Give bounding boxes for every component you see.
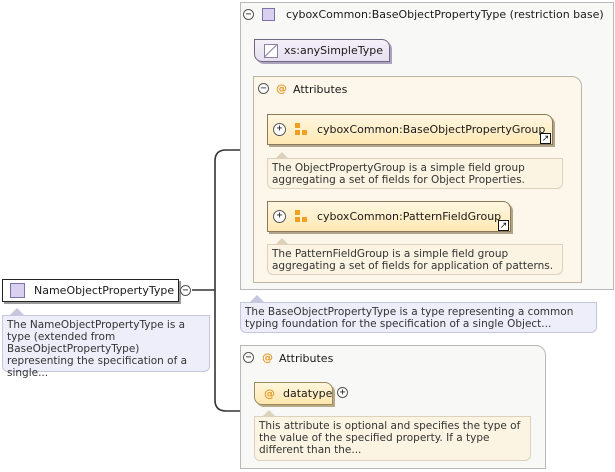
root-note-tip <box>10 308 24 315</box>
group-note-tip <box>275 238 289 245</box>
simple-type-icon <box>264 43 278 58</box>
complex-type-icon <box>10 283 25 298</box>
attribute-group-name: cyboxCommon:BaseObjectPropertyGroup <box>317 123 546 136</box>
attribute-group-note: The PatternFieldGroup is a simple field … <box>267 244 563 275</box>
simple-type-name: xs:anySimpleType <box>284 44 383 57</box>
datatype-attribute-note: This attribute is optional and specifies… <box>254 416 531 461</box>
branch-connector-top <box>214 149 240 290</box>
extension-attributes-label: Attributes <box>279 352 334 365</box>
base-type-title: cyboxCommon:BaseObjectPropertyType (rest… <box>286 8 604 21</box>
group-note-tip <box>275 152 289 159</box>
complex-type-icon <box>262 8 275 21</box>
expand-toggle[interactable]: + <box>273 210 286 223</box>
attribute-group-name: cyboxCommon:PatternFieldGroup <box>317 210 502 223</box>
datatype-attribute-box[interactable]: @ datatype <box>254 382 333 405</box>
attribute-group-icon <box>295 210 308 223</box>
attribute-group-note: The ObjectPropertyGroup is a simple fiel… <box>267 158 563 189</box>
jump-to-definition-icon[interactable]: ↗ <box>498 220 509 231</box>
base-attributes-label: Attributes <box>293 83 348 96</box>
attribute-icon: @ <box>264 387 275 400</box>
attribute-group-box[interactable]: + cyboxCommon:PatternFieldGroup <box>267 201 511 232</box>
root-note: The NameObjectPropertyType is a type (ex… <box>2 315 210 379</box>
extension-attributes-collapse-toggle[interactable]: − <box>243 352 254 363</box>
jump-to-definition-icon[interactable]: ↗ <box>540 133 551 144</box>
attribute-icon: @ <box>262 351 273 364</box>
root-type-name: NameObjectPropertyType <box>34 284 175 297</box>
base-type-collapse-toggle[interactable]: − <box>243 9 254 20</box>
attribute-group-icon <box>295 123 308 136</box>
attribute-group-box[interactable]: + cyboxCommon:BaseObjectPropertyGroup <box>267 114 553 145</box>
datatype-attribute-name: datatype <box>283 387 333 400</box>
root-collapse-toggle[interactable]: − <box>180 285 191 296</box>
expand-toggle[interactable]: + <box>273 123 286 136</box>
branch-connector-bottom <box>214 290 240 412</box>
base-attributes-collapse-toggle[interactable]: − <box>258 83 269 94</box>
base-type-note: The BaseObjectPropertyType is a type rep… <box>240 302 597 333</box>
attribute-icon: @ <box>276 82 287 95</box>
datatype-note-tip <box>262 410 276 417</box>
base-type-note-tip <box>250 295 264 302</box>
root-type-box[interactable]: NameObjectPropertyType <box>2 279 179 302</box>
datatype-expand-toggle[interactable]: + <box>337 387 348 398</box>
simple-type-box[interactable]: xs:anySimpleType <box>254 39 390 62</box>
